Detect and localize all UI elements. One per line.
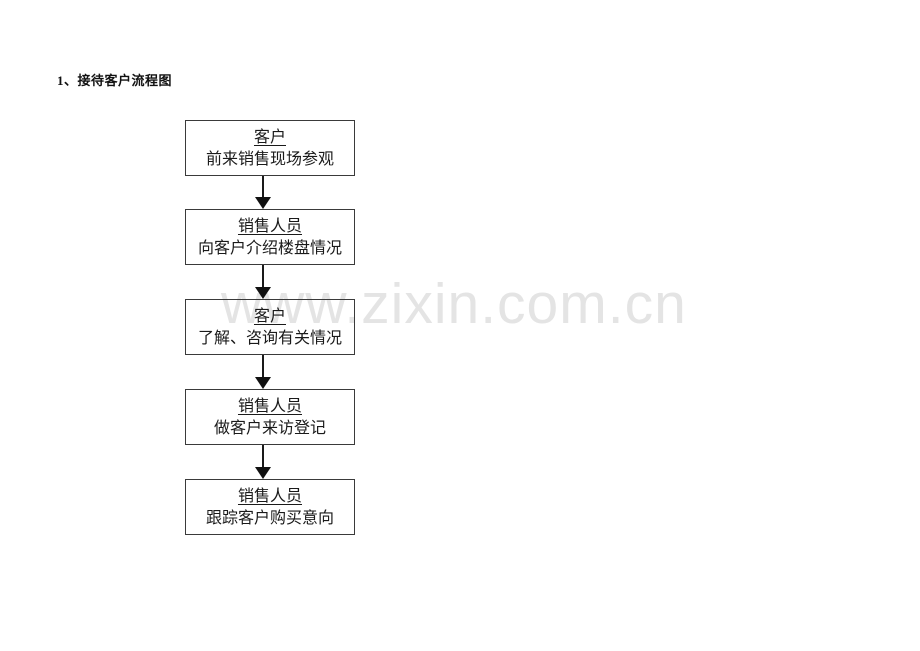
down-arrow-icon bbox=[255, 355, 271, 389]
flow-step-box-3: 客户 了解、咨询有关情况 bbox=[185, 299, 355, 355]
arrow-line bbox=[262, 445, 264, 469]
flow-step-1-actor: 客户 bbox=[253, 129, 286, 146]
flow-step-2-actor: 销售人员 bbox=[237, 218, 302, 235]
flow-step-box-1: 客户 前来销售现场参观 bbox=[185, 120, 355, 176]
watermark-text: www.zixin.com.cn bbox=[221, 272, 687, 336]
arrow-head-icon bbox=[255, 197, 271, 209]
flow-step-2-action: 向客户介绍楼盘情况 bbox=[197, 240, 342, 257]
down-arrow-icon bbox=[255, 265, 271, 299]
flow-step-3-actor: 客户 bbox=[253, 308, 286, 325]
arrow-head-icon bbox=[255, 377, 271, 389]
flow-step-box-2: 销售人员 向客户介绍楼盘情况 bbox=[185, 209, 355, 265]
flow-step-box-4: 销售人员 做客户来访登记 bbox=[185, 389, 355, 445]
flow-step-3-action: 了解、咨询有关情况 bbox=[197, 330, 342, 347]
flow-step-4-action: 做客户来访登记 bbox=[213, 420, 326, 437]
arrow-line bbox=[262, 355, 264, 379]
arrow-head-icon bbox=[255, 467, 271, 479]
arrow-head-icon bbox=[255, 287, 271, 299]
flow-step-4-actor: 销售人员 bbox=[237, 398, 302, 415]
arrow-line bbox=[262, 265, 264, 289]
section-title: 1、接待客户流程图 bbox=[57, 73, 173, 88]
arrow-line bbox=[262, 176, 264, 199]
flow-step-5-action: 跟踪客户购买意向 bbox=[205, 510, 334, 527]
flow-step-box-5: 销售人员 跟踪客户购买意向 bbox=[185, 479, 355, 535]
down-arrow-icon bbox=[255, 445, 271, 479]
flow-step-5-actor: 销售人员 bbox=[237, 488, 302, 505]
down-arrow-icon bbox=[255, 176, 271, 209]
flow-step-1-action: 前来销售现场参观 bbox=[205, 151, 334, 168]
